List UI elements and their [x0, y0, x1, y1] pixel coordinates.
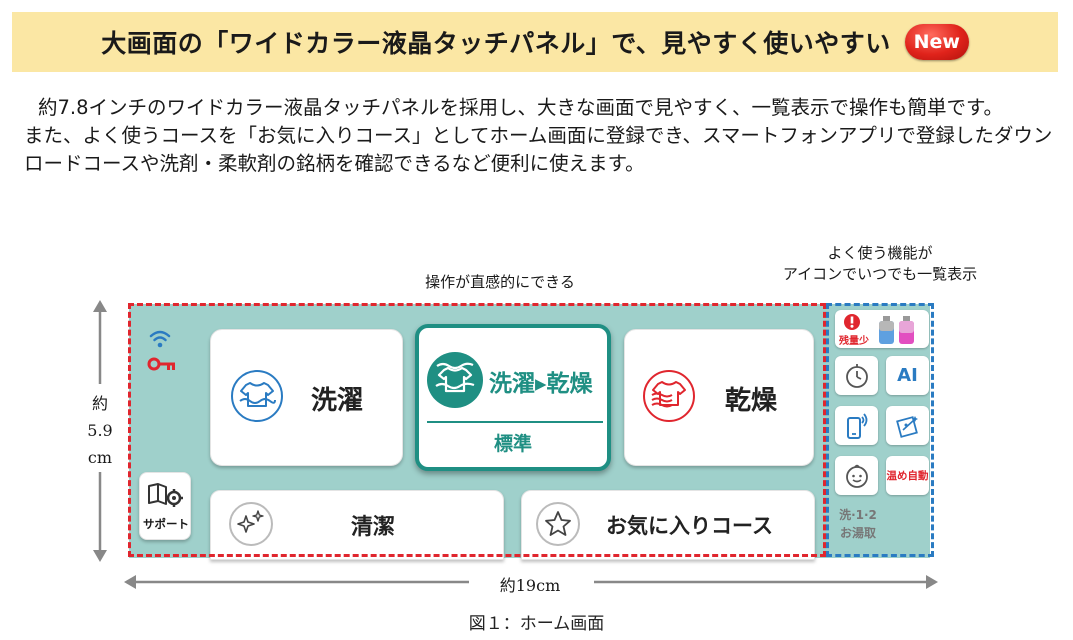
- key-icon: [147, 357, 175, 371]
- favorite-course-button[interactable]: お気に入りコース: [521, 490, 815, 560]
- wash-dry-icon: [427, 352, 483, 408]
- height-label: 約 5.9 cm: [78, 390, 122, 471]
- intro-line-3: ロードコースや洗剤・柔軟剤の銘柄を確認できるなど便利に使えます。: [24, 152, 645, 175]
- icons-caption-line-2: アイコンでいつでも一覧表示: [782, 265, 978, 283]
- intuitive-caption: 操作が直感的にできる: [425, 273, 575, 291]
- wifi-icon: [149, 330, 171, 348]
- bath-label-2: お湯取: [839, 526, 876, 540]
- timer-button[interactable]: [835, 356, 878, 395]
- banner-title: 大画面の「ワイドカラー液晶タッチパネル」で、見やすく使いやすい: [101, 29, 891, 58]
- wash-button[interactable]: 洗濯: [210, 329, 403, 466]
- stain-care-icon: [895, 415, 918, 438]
- stain-care-button[interactable]: [886, 406, 929, 445]
- sparkle-icon: [229, 502, 273, 546]
- detergent-low-button[interactable]: 残量少: [835, 310, 929, 348]
- intro-line-2: また、よく使うコースを「お気に入りコース」としてホーム画面に登録でき、スマートフ…: [24, 124, 1053, 147]
- width-arrow: [124, 575, 938, 589]
- intro-text: 約7.8インチのワイドカラー液晶タッチパネルを採用し、大きな画面で見やすく、一覧…: [24, 94, 1064, 178]
- dry-label: 乾燥: [725, 386, 778, 416]
- smartphone-button[interactable]: [835, 406, 878, 445]
- width-label: 約19cm: [499, 576, 561, 595]
- clean-button[interactable]: 清潔: [210, 490, 504, 560]
- title-banner: 大画面の「ワイドカラー液晶タッチパネル」で、見やすく使いやすい New: [12, 12, 1058, 72]
- height-arrow: [93, 300, 107, 562]
- wash-dry-button[interactable]: 洗濯▸乾燥 標準: [415, 324, 611, 471]
- icons-caption: よく使う機能が アイコンでいつでも一覧表示: [760, 243, 1000, 285]
- detergent-bottles-icon: [879, 316, 914, 344]
- ai-label: AI: [897, 365, 918, 386]
- bath-water-button[interactable]: 洗·1·2 お湯取: [835, 506, 881, 550]
- low-label: 残量少: [839, 336, 869, 347]
- height-label-2: 5.9: [87, 421, 113, 440]
- wash-dry-label: 洗濯▸乾燥: [489, 371, 593, 397]
- clean-label: 清潔: [351, 515, 396, 540]
- support-icon: [148, 483, 183, 507]
- wash-icon: [231, 370, 283, 422]
- favorite-course-label: お気に入りコース: [606, 514, 773, 538]
- dry-button[interactable]: 乾燥: [624, 329, 814, 466]
- icons-caption-line-1: よく使う機能が: [827, 244, 933, 262]
- icon-area-outline: [826, 303, 934, 557]
- height-label-3: cm: [87, 448, 113, 467]
- height-label-1: 約: [91, 394, 108, 413]
- auto-warm-button[interactable]: 温め自動: [886, 456, 929, 495]
- main-area-outline: [128, 303, 826, 557]
- wash-label: 洗濯: [311, 386, 364, 416]
- support-button[interactable]: サポート: [139, 472, 191, 540]
- child-face-icon: [845, 464, 868, 488]
- star-icon: [536, 502, 580, 546]
- touch-panel: サポート 洗濯 洗濯▸乾燥 標準: [129, 304, 930, 560]
- new-badge: New: [904, 24, 969, 60]
- bath-label-1: 洗·1·2: [839, 508, 877, 522]
- intro-line-1: 約7.8インチのワイドカラー液晶タッチパネルを採用し、大きな画面で見やすく、一覧…: [38, 96, 1004, 119]
- support-label: サポート: [143, 517, 189, 531]
- dry-icon: [643, 370, 695, 422]
- warning-icon: [844, 314, 860, 330]
- smartphone-icon: [846, 412, 867, 439]
- wash-dry-sub-label: 標準: [493, 433, 532, 455]
- figure-caption: 図１：ホーム画面: [468, 614, 605, 634]
- auto-warm-label: 温め自動: [886, 470, 929, 482]
- timer-icon: [845, 363, 868, 388]
- ai-button[interactable]: AI: [886, 356, 929, 395]
- wash-dry-divider: [427, 421, 603, 423]
- child-lock-button[interactable]: [835, 456, 878, 495]
